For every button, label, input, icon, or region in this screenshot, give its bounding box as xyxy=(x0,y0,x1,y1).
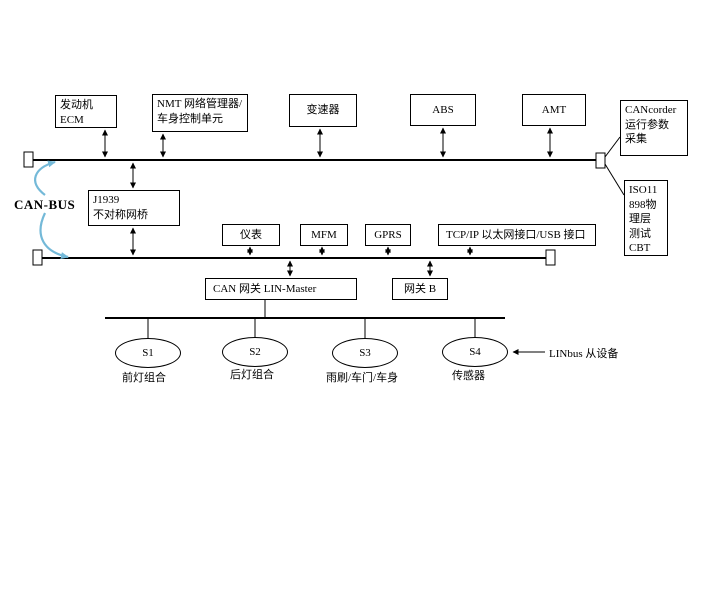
bus-terminator-upper-right xyxy=(595,152,606,169)
label-can-bus: CAN-BUS xyxy=(14,197,76,212)
lin-node-s1: S1 xyxy=(115,338,181,368)
node-instrument: 仪表 xyxy=(222,224,280,246)
lin-node-s2: S2 xyxy=(222,337,288,367)
lin-node-s3: S3 xyxy=(332,338,398,368)
lin-node-s4: S4 xyxy=(442,337,508,367)
node-transmission: 变速器 xyxy=(289,94,357,127)
node-abs: ABS xyxy=(410,94,476,126)
node-amt: AMT xyxy=(522,94,586,126)
node-gateway-b: 网关 B xyxy=(392,278,448,300)
tap-cancorder xyxy=(604,136,621,158)
canbus-arrow-lower xyxy=(39,212,69,259)
caption-rear-lights: 后灯组合 xyxy=(230,369,274,381)
tap-iso11898 xyxy=(604,163,625,196)
caption-sensors: 传感器 xyxy=(452,370,485,382)
node-j1939-bridge: J1939 不对称网桥 xyxy=(88,190,180,226)
node-gprs: GPRS xyxy=(365,224,411,246)
caption-wiper-door-body: 雨刷/车门/车身 xyxy=(326,372,399,384)
label-lin-slave-devices: LINbus 从设备 xyxy=(549,348,619,360)
node-cancorder: CANcorder 运行参数 采集 xyxy=(620,100,688,156)
node-can-gateway-lin-master: CAN 网关 LIN-Master xyxy=(205,278,357,300)
caption-front-lights: 前灯组合 xyxy=(122,372,166,384)
bus-terminator-lower-right xyxy=(545,249,556,266)
node-engine-ecm: 发动机 ECM xyxy=(55,95,117,128)
bus-terminator-upper-left xyxy=(23,151,34,168)
node-tcpip-usb: TCP/IP 以太网接口/USB 接口 xyxy=(438,224,596,246)
node-iso11898-cbt: ISO11 898物 理层 测试 CBT xyxy=(624,180,668,256)
canbus-arrow-upper xyxy=(34,160,56,196)
bus-terminator-lower-left xyxy=(32,249,43,266)
node-nmt-body-control: NMT 网络管理器/ 车身控制单元 xyxy=(152,94,248,132)
node-mfm: MFM xyxy=(300,224,348,246)
